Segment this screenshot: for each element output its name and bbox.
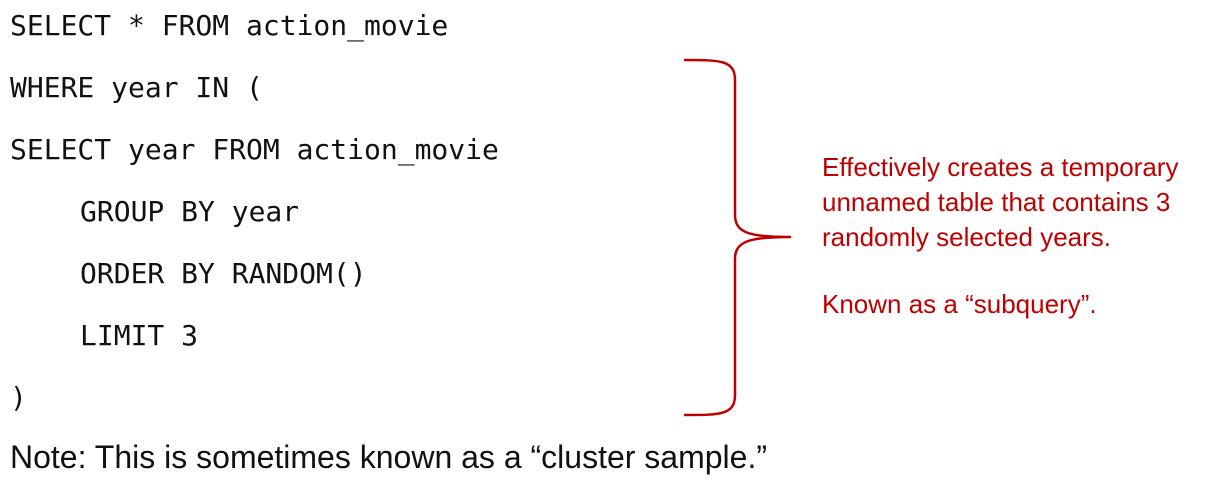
code-line-close-paren: ) (10, 381, 27, 414)
annotation-subquery-name: Known as a “subquery”. (822, 289, 1097, 319)
right-curly-brace (683, 58, 792, 417)
annotation-callout: Effectively creates a temporary unnamed … (822, 150, 1207, 322)
annotation-subquery-description: Effectively creates a temporary unnamed … (822, 152, 1179, 252)
code-line-select: SELECT * FROM action_movie (10, 9, 449, 42)
code-line-limit: LIMIT 3 (80, 319, 199, 352)
note-text: Note: This is sometimes known as a “clus… (10, 439, 767, 475)
code-line-subquery-select: SELECT year FROM action_movie (10, 133, 499, 166)
code-line-where: WHERE year IN ( (10, 71, 263, 104)
code-line-order-by: ORDER BY RANDOM() (80, 257, 367, 290)
code-line-group-by: GROUP BY year (80, 195, 300, 228)
